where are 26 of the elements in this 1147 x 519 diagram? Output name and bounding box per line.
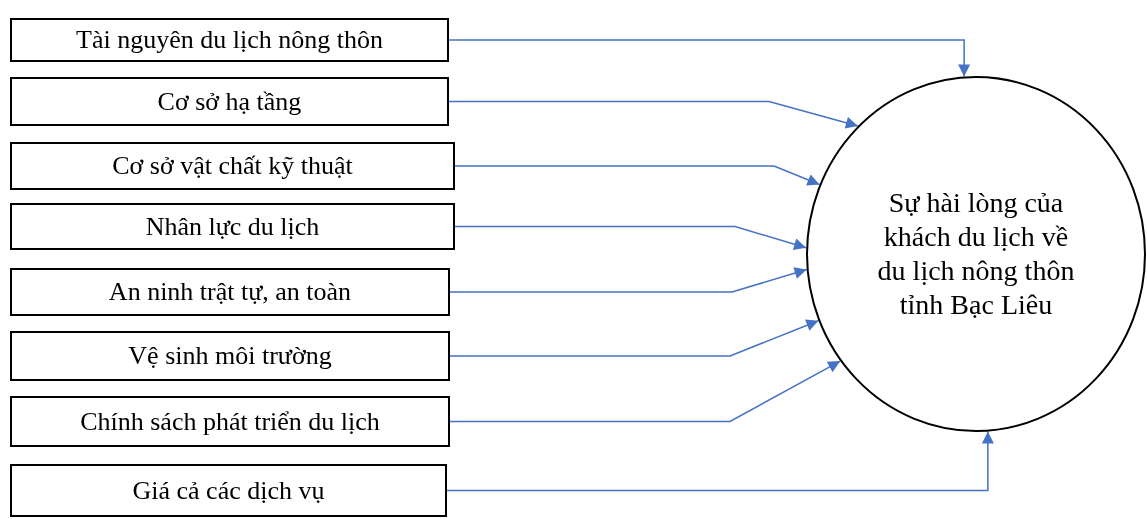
factor-box: [10, 77, 449, 126]
arrow: [446, 430, 994, 492]
outcome-label: Sự hài lòng của khách du lịch về du lịch nông thôn tỉnh Bạc Liêu: [876, 185, 1076, 323]
factor-label: Chính sách phát triển du lịch: [80, 406, 380, 437]
arrow: [448, 100, 859, 129]
factor-box: [10, 268, 450, 316]
factor-box: [10, 396, 450, 447]
factor-box: [10, 203, 455, 250]
arrow: [449, 267, 808, 293]
factor-box: [10, 18, 449, 62]
arrow: [454, 165, 821, 186]
factor-label: Tài nguyên du lịch nông thôn: [76, 25, 383, 55]
factor-label: Cơ sở vật chất kỹ thuật: [112, 151, 353, 181]
factor-label: Giá cả các dịch vụ: [132, 475, 325, 506]
arrow: [448, 39, 971, 78]
arrow: [449, 319, 820, 357]
factor-label: An ninh trật tự, an toàn: [108, 277, 352, 307]
factor-label: Cơ sở hạ tầng: [157, 86, 302, 117]
factor-label: Vệ sinh môi trường: [128, 341, 332, 371]
factor-label: Nhân lực du lịch: [145, 211, 320, 242]
factor-box: [10, 331, 450, 381]
arrow: [454, 225, 807, 251]
outcome-circle: [806, 76, 1146, 432]
factor-box: [10, 464, 447, 517]
factor-box: [10, 142, 455, 190]
arrow: [449, 360, 841, 423]
